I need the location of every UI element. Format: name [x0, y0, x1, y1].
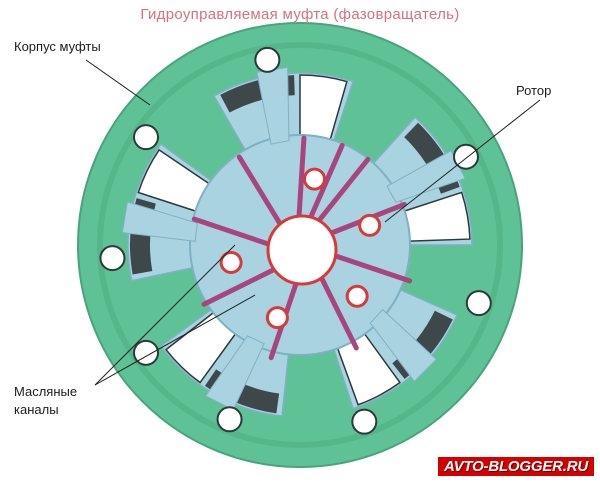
- rotor-hole: [265, 306, 289, 330]
- leader-housing: [85, 59, 151, 106]
- bolt-hole: [465, 290, 492, 317]
- oil-channel: [316, 156, 371, 224]
- oil-channel: [332, 253, 413, 284]
- oil-channel: [236, 154, 283, 227]
- leader-rotor: [384, 99, 541, 223]
- oil-channels: [191, 135, 413, 361]
- bolt-hole: [351, 408, 378, 435]
- rotor-vane: [386, 150, 466, 203]
- rotor-vanes: [121, 66, 466, 411]
- rotor-hole: [358, 213, 382, 237]
- bolt-hole: [216, 406, 243, 433]
- housing-inner-shade: [97, 42, 503, 448]
- rotor-vane: [369, 308, 438, 383]
- oil-channel: [319, 275, 359, 351]
- watermark-logo: AVTO-BLOGGER.RU: [438, 457, 594, 476]
- rotor-vane: [256, 66, 290, 145]
- bolt-hole: [132, 124, 159, 151]
- rotor-hole: [219, 251, 243, 275]
- oil-channel: [191, 216, 272, 247]
- bolt-hole: [254, 46, 281, 73]
- oil-channel: [308, 142, 345, 220]
- oil-channel: [201, 267, 277, 307]
- rotor-vane: [121, 201, 198, 242]
- oil-channel: [296, 135, 307, 219]
- leader-oil-2: [94, 294, 256, 386]
- rotor-hole: [303, 167, 327, 191]
- rotor-vane: [204, 335, 265, 411]
- rotor-holes: [219, 167, 382, 330]
- label-housing: Корпус муфты: [14, 39, 101, 54]
- rotor-hole: [345, 284, 369, 308]
- label-oil-line2: каналы: [14, 402, 59, 417]
- diagram-title: Гидроуправляемая муфта (фазовращатель): [140, 6, 460, 23]
- label-oil-line1: Масляные: [14, 384, 78, 399]
- central-bore: [266, 214, 338, 286]
- leader-oil-1: [94, 244, 236, 386]
- bolt-hole: [132, 339, 159, 366]
- bolt-hole: [99, 245, 126, 272]
- label-rotor: Ротор: [516, 83, 552, 98]
- label-oil-channels: Масляные каналы: [14, 383, 77, 419]
- chamber-shadows: [130, 74, 471, 414]
